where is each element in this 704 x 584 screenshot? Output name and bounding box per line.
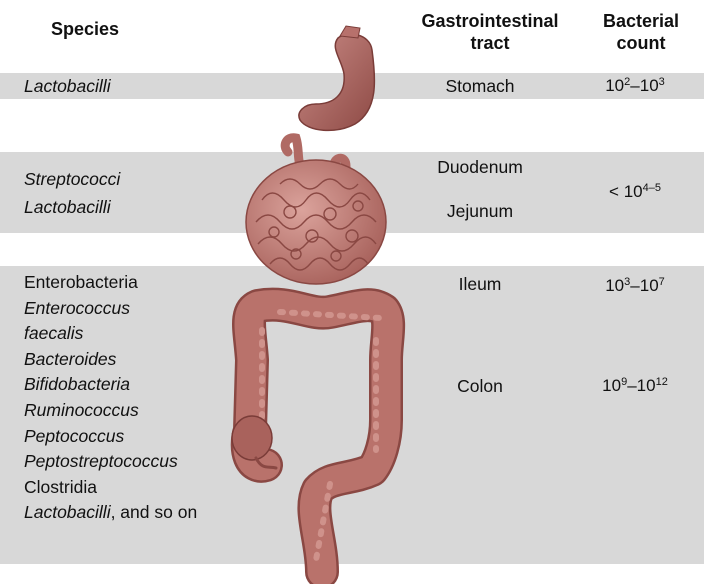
header-count: Bacterial count xyxy=(586,10,696,54)
count-small-intestine: < 104–5 xyxy=(575,182,695,202)
species-item: Enterococcus xyxy=(24,296,197,322)
tract-jejunum: Jejunum xyxy=(405,201,555,222)
tract-duodenum: Duodenum xyxy=(405,157,555,178)
species-item: Ruminococcus xyxy=(24,398,197,424)
species-item: Peptococcus xyxy=(24,424,197,450)
header-tract-line1: Gastrointestinal xyxy=(405,10,575,32)
header-species: Species xyxy=(30,18,140,40)
species-item: Lactobacilli xyxy=(24,193,120,221)
species-item: Bacteroides xyxy=(24,347,197,373)
tract-ileum: Ileum xyxy=(405,274,555,295)
species-list-stomach: Lactobacilli xyxy=(24,75,111,98)
colon-illustration xyxy=(232,305,388,572)
tract-stomach: Stomach xyxy=(405,76,555,97)
species-list-large-intestine: Enterobacteria Enterococcus faecalis Bac… xyxy=(24,270,197,526)
species-item: Lactobacilli, and so on xyxy=(24,500,197,526)
count-colon: 109–1012 xyxy=(575,376,695,396)
species-item: Peptostreptococcus xyxy=(24,449,197,475)
count-ileum: 103–107 xyxy=(575,276,695,296)
species-item: Clostridia xyxy=(24,475,197,501)
header-tract: Gastrointestinal tract xyxy=(405,10,575,54)
count-stomach: 102–103 xyxy=(575,76,695,96)
header-count-line2: count xyxy=(586,32,696,54)
header-count-line1: Bacterial xyxy=(586,10,696,32)
species-item: faecalis xyxy=(24,321,197,347)
stomach-illustration xyxy=(299,26,375,130)
header-tract-line2: tract xyxy=(405,32,575,54)
species-item: Streptococci xyxy=(24,165,120,193)
small-intestine-illustration xyxy=(246,160,386,284)
species-list-small-intestine: Streptococci Lactobacilli xyxy=(24,165,120,221)
species-item: Bifidobacteria xyxy=(24,372,197,398)
species-item: Lactobacilli xyxy=(24,75,111,98)
tract-colon: Colon xyxy=(405,376,555,397)
species-item: Enterobacteria xyxy=(24,270,197,296)
